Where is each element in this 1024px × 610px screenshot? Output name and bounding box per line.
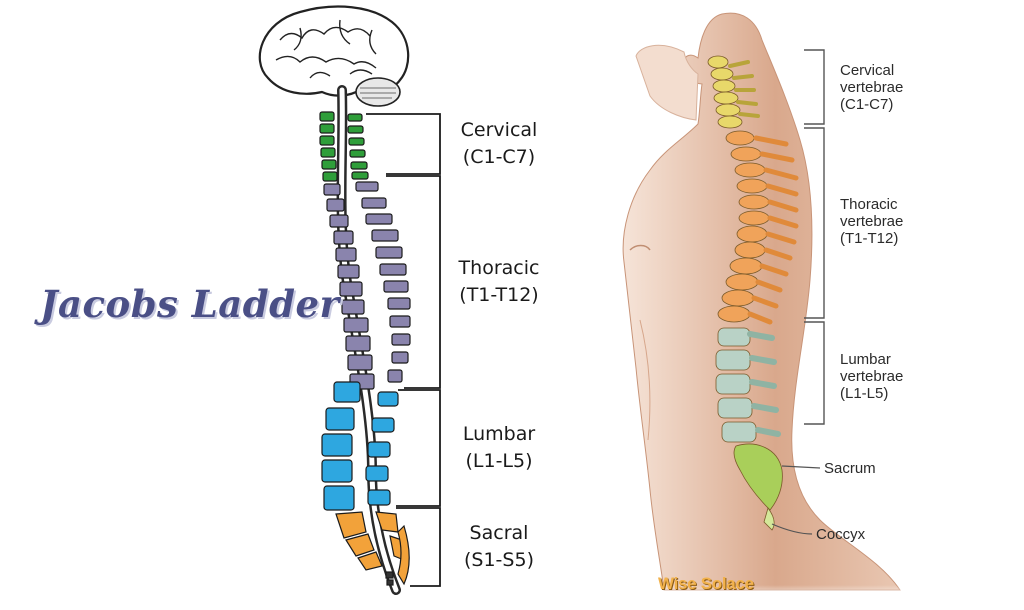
side-spine bbox=[707, 55, 799, 531]
vertebrae-sacral bbox=[335, 511, 410, 586]
right-label-thoracic: Thoracic vertebrae (T1-T12) bbox=[840, 196, 903, 247]
left-label-sacral-range: (S1-S5) bbox=[464, 549, 534, 571]
left-label-lumbar-range: (L1-L5) bbox=[465, 450, 533, 472]
left-label-lumbar-name: Lumbar bbox=[462, 423, 536, 445]
left-label-cervical: Cervical (C1-C7) bbox=[434, 117, 564, 171]
right-label-lumbar-range: (L1-L5) bbox=[840, 385, 889, 402]
left-label-sacral: Sacral (S1-S5) bbox=[434, 520, 564, 574]
watermark: Wise Solace bbox=[658, 574, 754, 593]
brand-title: Jacobs Ladder bbox=[40, 282, 340, 326]
left-region-brackets bbox=[366, 113, 441, 587]
left-label-thoracic: Thoracic (T1-T12) bbox=[434, 255, 564, 309]
left-label-lumbar: Lumbar (L1-L5) bbox=[434, 421, 564, 475]
callout-lines bbox=[771, 465, 821, 535]
right-label-cervical-range: (C1-C7) bbox=[840, 96, 894, 113]
left-label-thoracic-range: (T1-T12) bbox=[459, 284, 539, 306]
right-label-cervical: Cervical vertebrae (C1-C7) bbox=[840, 62, 903, 113]
callout-coccyx: Coccyx bbox=[816, 526, 866, 543]
right-label-lumbar-sub: vertebrae bbox=[840, 368, 904, 385]
right-label-lumbar: Lumbar vertebrae (L1-L5) bbox=[840, 351, 903, 402]
right-label-cervical-name: Cervical bbox=[840, 62, 895, 79]
left-label-cervical-name: Cervical bbox=[460, 119, 538, 141]
vertebrae-cervical bbox=[319, 111, 369, 182]
right-label-thoracic-range: (T1-T12) bbox=[840, 230, 899, 247]
right-label-thoracic-sub: vertebrae bbox=[840, 213, 904, 230]
brain bbox=[258, 5, 410, 107]
right-label-cervical-sub: vertebrae bbox=[840, 79, 904, 96]
left-label-thoracic-name: Thoracic bbox=[458, 257, 540, 279]
right-region-brackets bbox=[804, 49, 825, 425]
left-label-cervical-range: (C1-C7) bbox=[462, 146, 536, 168]
right-label-thoracic-name: Thoracic bbox=[840, 196, 898, 213]
callout-sacrum: Sacrum bbox=[824, 460, 876, 477]
left-label-sacral-name: Sacral bbox=[469, 522, 529, 544]
vertebrae-thoracic bbox=[323, 181, 411, 390]
right-label-lumbar-name: Lumbar bbox=[840, 351, 891, 368]
vertebrae-lumbar bbox=[321, 381, 399, 511]
